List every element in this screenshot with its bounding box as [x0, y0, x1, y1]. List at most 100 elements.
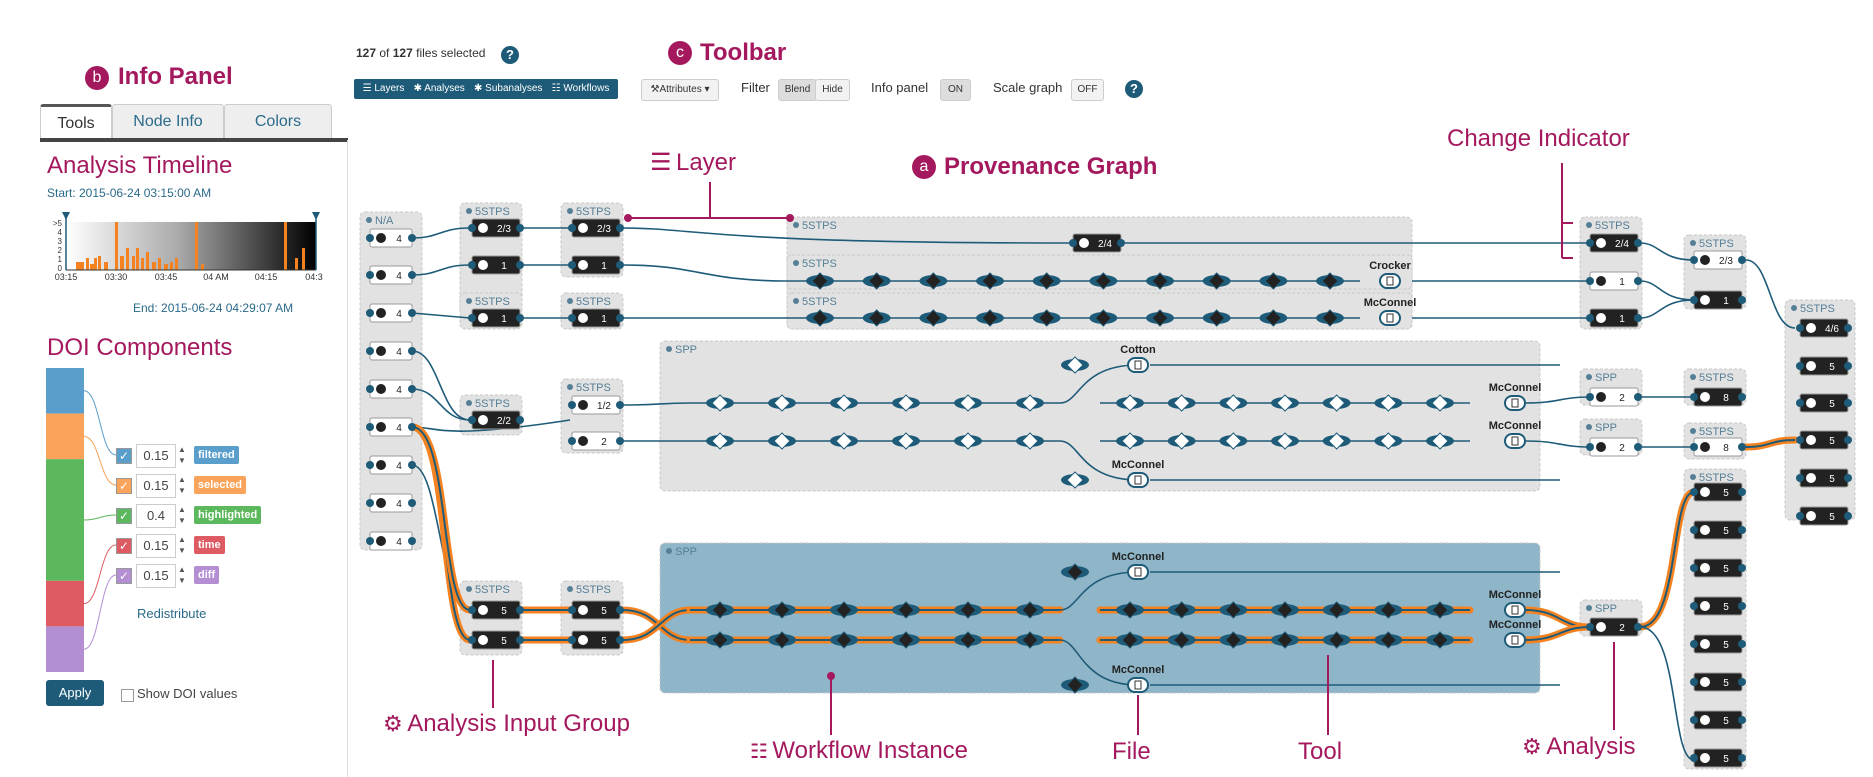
workflow-crocker-tool[interactable] [1151, 272, 1169, 290]
spp-row-c-tool[interactable] [1276, 394, 1294, 412]
timeline-chart[interactable]: >5 4 3 2 1 0 03:15 03:30 03:45 04 AM 04:… [40, 208, 330, 280]
wf-row-a-tool[interactable] [959, 601, 977, 619]
doi-checkbox[interactable]: ✓ [116, 568, 132, 584]
spp-row-d-tool[interactable] [1327, 432, 1346, 450]
spp-row-b-tool[interactable] [835, 432, 853, 450]
wf-row-b-tool[interactable] [959, 631, 977, 649]
doi-stepper[interactable]: ▲▼ [178, 505, 186, 525]
redistribute-link[interactable]: Redistribute [137, 606, 207, 621]
workflow-crocker-tool[interactable] [1207, 272, 1226, 290]
workflow-crocker-tool[interactable] [981, 272, 999, 290]
tab-node-info[interactable]: Node Info [112, 104, 224, 139]
doi-stepper[interactable]: ▲▼ [178, 565, 186, 585]
spp-row-b-tool[interactable] [959, 432, 977, 450]
doi-weight-input[interactable]: 0.15 [136, 474, 176, 498]
workflow-crocker-tool[interactable] [1264, 272, 1283, 290]
wf-row-c-tool[interactable] [1327, 601, 1346, 619]
spp-row-d-tool[interactable] [1431, 432, 1449, 450]
workflow-crocker-tool[interactable] [1037, 272, 1056, 290]
workflow-mcconnel-tool[interactable] [1264, 309, 1283, 327]
wf-row-d-tool[interactable] [1327, 631, 1346, 649]
show-doi-checkbox[interactable] [121, 689, 134, 702]
spp-row-a-tool[interactable] [897, 394, 915, 412]
doi-weight-input[interactable]: 0.15 [136, 534, 176, 558]
wf-row-c-tool[interactable] [1431, 601, 1449, 619]
tool[interactable] [1066, 563, 1084, 581]
spp-row-c-tool[interactable] [1327, 394, 1346, 412]
spp-row-d-tool[interactable] [1224, 432, 1243, 450]
spp-row-c-tool[interactable] [1172, 394, 1191, 412]
workflow-crocker-tool[interactable] [811, 272, 829, 290]
doi-stepper[interactable]: ▲▼ [178, 475, 186, 495]
wf-row-d-tool[interactable] [1224, 631, 1243, 649]
spp-row-c-tool[interactable] [1121, 394, 1139, 412]
wf-row-d-tool[interactable] [1276, 631, 1294, 649]
doi-checkbox[interactable]: ✓ [116, 508, 132, 524]
spp-row-c-tool[interactable] [1379, 394, 1398, 412]
spp-row-c-tool[interactable] [1224, 394, 1243, 412]
wf-row-b-tool[interactable] [711, 631, 729, 649]
filter-blend-button[interactable]: Blend [778, 79, 817, 101]
workflow-mcconnel-tool[interactable] [811, 309, 829, 327]
workflow-crocker-tool[interactable] [924, 272, 943, 290]
workflow-mcconnel-tool[interactable] [1094, 309, 1113, 327]
workflow-crocker-tool[interactable] [1321, 272, 1339, 290]
wf-row-a-tool[interactable] [711, 601, 729, 619]
workflow-mcconnel-tool[interactable] [867, 309, 886, 327]
spp-row-d-tool[interactable] [1379, 432, 1398, 450]
wf-row-a-tool[interactable] [897, 601, 915, 619]
workflow-mcconnel-tool[interactable] [1321, 309, 1339, 327]
tab-tools[interactable]: Tools [40, 104, 112, 141]
wf-row-c-tool[interactable] [1121, 601, 1139, 619]
spp-row-a-tool[interactable] [711, 394, 729, 412]
group-right-d[interactable] [1683, 468, 1747, 770]
layer-group-spp[interactable] [659, 340, 1541, 492]
filter-hide-button[interactable]: Hide [815, 79, 850, 101]
wf-row-a-tool[interactable] [773, 601, 791, 619]
workflow-crocker-tool[interactable] [867, 272, 886, 290]
spp-row-b-tool[interactable] [711, 432, 729, 450]
subanalyses-button[interactable]: ✱ Subanalyses [474, 83, 543, 94]
wf-row-c-tool[interactable] [1379, 601, 1398, 619]
spp-row-d-tool[interactable] [1121, 432, 1139, 450]
workflow-mcconnel-tool[interactable] [1207, 309, 1226, 327]
spp-row-a-tool[interactable] [959, 394, 977, 412]
tool[interactable] [1066, 471, 1084, 489]
workflow-mcconnel-tool[interactable] [924, 309, 943, 327]
spp-row-a-tool[interactable] [1021, 394, 1039, 412]
wf-row-c-tool[interactable] [1276, 601, 1294, 619]
wf-row-d-tool[interactable] [1431, 631, 1449, 649]
spp-row-c-tool[interactable] [1431, 394, 1449, 412]
workflows-button[interactable]: ☷ Workflows [551, 83, 610, 94]
wf-row-b-tool[interactable] [835, 631, 853, 649]
info-panel-toggle[interactable]: ON [940, 79, 971, 101]
layers-button[interactable]: ☰ Layers [362, 83, 405, 94]
spp-row-d-tool[interactable] [1172, 432, 1191, 450]
wf-row-d-tool[interactable] [1121, 631, 1139, 649]
wf-row-c-tool[interactable] [1172, 601, 1191, 619]
wf-row-b-tool[interactable] [1021, 631, 1039, 649]
doi-stepper[interactable]: ▲▼ [178, 535, 186, 555]
doi-weight-input[interactable]: 0.15 [136, 564, 176, 588]
spp-row-b-tool[interactable] [773, 432, 791, 450]
workflow-mcconnel-tool[interactable] [1151, 309, 1169, 327]
analyses-button[interactable]: ✱ Analyses [413, 83, 465, 94]
tool[interactable] [1066, 676, 1084, 694]
spp-row-d-tool[interactable] [1276, 432, 1294, 450]
wf-row-c-tool[interactable] [1224, 601, 1243, 619]
spp-row-b-tool[interactable] [897, 432, 915, 450]
doi-checkbox[interactable]: ✓ [116, 478, 132, 494]
spp-row-a-tool[interactable] [773, 394, 791, 412]
apply-button[interactable]: Apply [46, 680, 104, 706]
doi-checkbox[interactable]: ✓ [116, 448, 132, 464]
tool[interactable] [1066, 356, 1084, 374]
workflow-instance-group[interactable] [659, 542, 1541, 694]
spp-row-b-tool[interactable] [1021, 432, 1039, 450]
scale-graph-toggle[interactable]: OFF [1071, 79, 1104, 101]
workflow-mcconnel-tool[interactable] [1037, 309, 1056, 327]
wf-row-b-tool[interactable] [773, 631, 791, 649]
toolbar-help-icon[interactable]: ? [1125, 80, 1143, 98]
doi-weight-input[interactable]: 0.4 [136, 504, 176, 528]
attributes-dropdown[interactable]: ⚒Attributes ▾ [641, 79, 719, 101]
